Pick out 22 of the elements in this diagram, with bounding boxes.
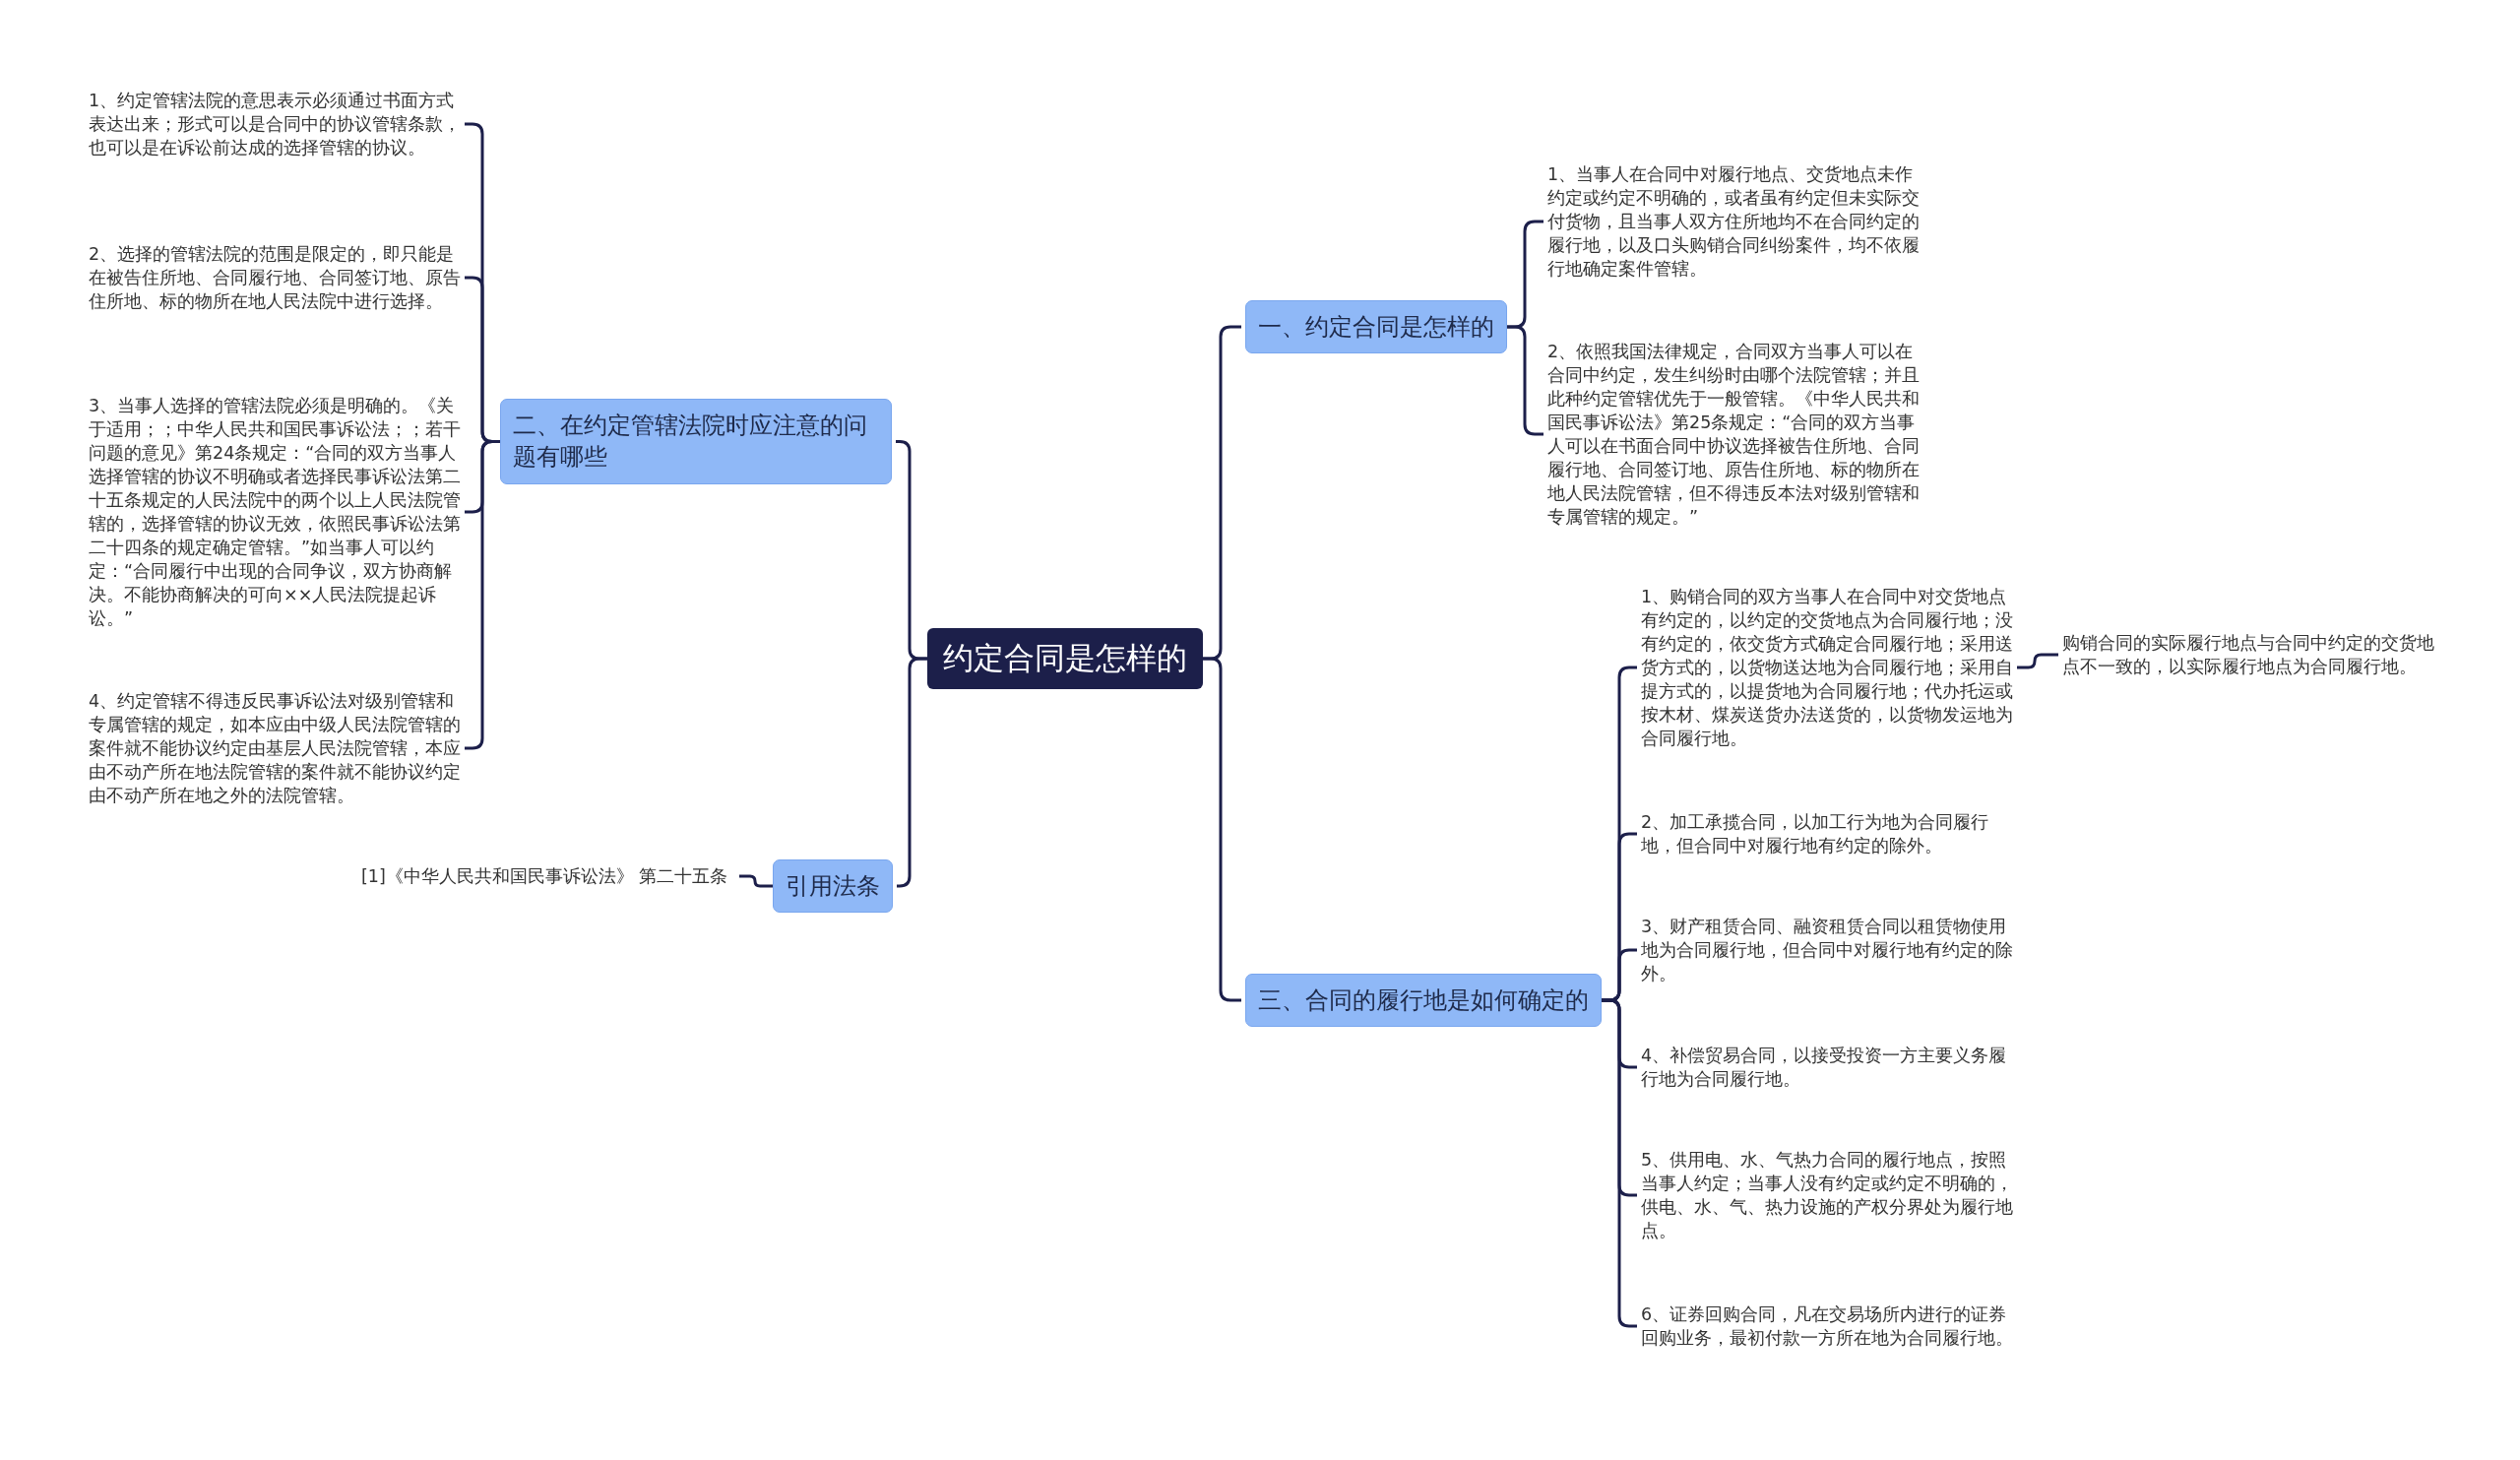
leaf-text: 1、当事人在合同中对履行地点、交货地点未作约定或约定不明确的，或者虽有约定但未实际交付货物，且当事人双方住所地均不在合同约定的履行地，以及口头购销合同纠纷案件，均不依履行地确定案件管辖。 <box>1547 162 1922 281</box>
leaf-text: 4、约定管辖不得违反民事诉讼法对级别管辖和专属管辖的规定，如本应由中级人民法院管辖的案件就不能协议约定由基层人民法院管辖，本应由不动产所在地法院管辖的案件就不能协议约定由不动产所在地之外的法院管辖。 <box>89 689 461 807</box>
leaf-text: 1、约定管辖法院的意思表示必须通过书面方式表达出来；形式可以是合同中的协议管辖条款，也可以是在诉讼前达成的选择管辖的协议。 <box>89 89 461 159</box>
leaf-text: 1、购销合同的双方当事人在合同中对交货地点有约定的，以约定的交货地点为合同履行地；没有约定的，依交货方式确定合同履行地；采用送货方式的，以货物送达地为合同履行地；采用自提方式的，以提货地为合同履行地；代办托运或按木材、煤炭送货办法送货的，以货物发运地为合同履行地。 <box>1641 585 2017 750</box>
topic-box: 二、在约定管辖法院时应注意的问题有哪些 <box>500 399 892 484</box>
leaf-text: 5、供用电、水、气热力合同的履行地点，按照当事人约定；当事人没有约定或约定不明确的，供电、水、气、热力设施的产权分界处为履行地点。 <box>1641 1148 2017 1242</box>
topic-box: 引用法条 <box>773 859 893 914</box>
leaf-text: 6、证券回购合同，凡在交易场所内进行的证券回购业务，最初付款一方所在地为合同履行地。 <box>1641 1302 2017 1350</box>
leaf-text: 2、加工承揽合同，以加工行为地为合同履行地，但合同中对履行地有约定的除外。 <box>1641 810 2017 857</box>
topic-box: 一、约定合同是怎样的 <box>1245 300 1507 354</box>
connector-line <box>1203 657 1241 1002</box>
leaf-text: 2、选择的管辖法院的范围是限定的，即只能是在被告住所地、合同履行地、合同签订地、原告住所地、标的物所在地人民法院中进行选择。 <box>89 242 461 313</box>
central-topic-box: 约定合同是怎样的 <box>927 628 1203 689</box>
connector-line <box>739 874 773 888</box>
leaf-text: 3、财产租赁合同、融资租赁合同以租赁物使用地为合同履行地，但合同中对履行地有约定的除外。 <box>1641 915 2017 985</box>
leaf-text: 3、当事人选择的管辖法院必须是明确的。《关于适用；；中华人民共和国民事诉讼法；；若干问题的意见》第24条规定：“合同的双方当事人选择管辖的协议不明确或者选择民事诉讼法第二十五条规定的人民法院中的两个以上人民法院管辖的，选择管辖的协议无效，依照民事诉讼法第二十四条的规定确定管辖。”如当事人可以约定：“合同履行中出现的合同争议，双方协商解决。不能协商解决的可向××人民法院提起诉讼。” <box>89 394 461 630</box>
leaf-text: 2、依照我国法律规定，合同双方当事人可以在合同中约定，发生纠纷时由哪个法院管辖；并且此种约定管辖优先于一般管辖。《中华人民共和国民事诉讼法》第25条规定：“合同的双方当事人可以在书面合同中协议选择被告住所地、合同履行地、合同签订地、原告住所地、标的物所在地人民法院管辖，但不得违反本法对级别管辖和专属管辖的规定。” <box>1547 340 1922 529</box>
leaf-text: 4、补偿贸易合同，以接受投资一方主要义务履行地为合同履行地。 <box>1641 1044 2017 1091</box>
leaf-text: 购销合同的实际履行地点与合同中约定的交货地点不一致的，以实际履行地点为合同履行地。 <box>2062 631 2438 678</box>
leaf-text: [1]《中华人民共和国民事诉讼法》 第二十五条 <box>361 864 735 888</box>
connector-line <box>2017 653 2058 669</box>
topic-box: 三、合同的履行地是如何确定的 <box>1245 974 1602 1028</box>
